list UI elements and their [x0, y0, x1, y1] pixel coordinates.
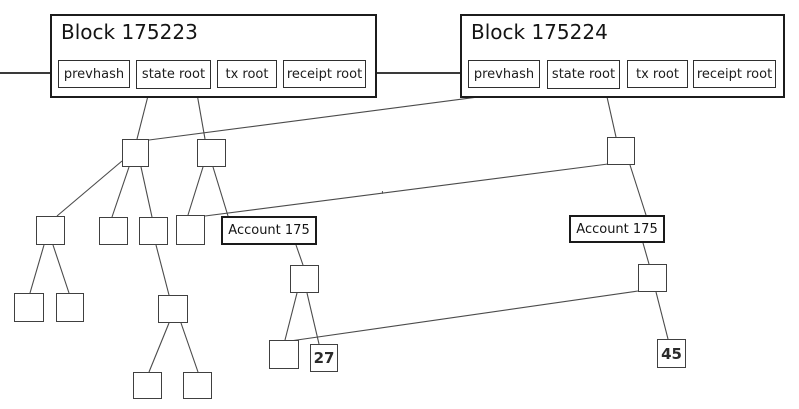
tree-edge: [655, 291, 669, 340]
state-node: [14, 293, 44, 322]
receipt-root-chip: receipt root: [693, 60, 776, 88]
state-node: [139, 217, 168, 245]
tree-edge: [155, 244, 170, 296]
state-node: [269, 340, 299, 369]
tree-edge: [140, 166, 153, 218]
tree-edge: [642, 242, 650, 265]
tree-edge: [29, 244, 45, 294]
state-node: [36, 216, 65, 245]
block-title: Block 175224: [471, 20, 608, 44]
tree-edge: [187, 166, 204, 216]
tree-edge: [52, 244, 70, 294]
prevhash-chip: prevhash: [58, 60, 130, 88]
shared-ref-edge: [204, 163, 609, 217]
tree-edge: [284, 292, 298, 341]
tree-edge: [629, 164, 647, 216]
account-node: Account 175: [569, 215, 665, 243]
tx-root-chip: tx root: [217, 60, 277, 88]
tree-edge: [148, 322, 170, 373]
prevhash-chip: prevhash: [468, 60, 540, 88]
value-node: 27: [310, 344, 338, 372]
block-175224: Block 175224 prevhash state root tx root…: [460, 14, 785, 98]
tree-edge: [212, 166, 229, 217]
state-node: [133, 372, 162, 399]
state-root-chip: state root: [547, 60, 620, 89]
value-node: 45: [657, 339, 686, 368]
block-175223: Block 175223 prevhash state root tx root…: [50, 14, 377, 98]
tree-edge: [295, 244, 304, 266]
tree-edge: [111, 166, 130, 218]
tree-edge: [180, 322, 199, 373]
state-node: [158, 295, 188, 323]
tx-root-chip: tx root: [627, 60, 688, 88]
state-node: [638, 264, 667, 292]
shared-ref-edge: [289, 290, 639, 342]
state-node: [197, 139, 226, 167]
tree-edge: [306, 292, 320, 345]
receipt-root-chip: receipt root: [283, 60, 366, 88]
state-node: [183, 372, 212, 399]
state-node: [607, 137, 635, 165]
account-node: Account 175: [221, 216, 317, 245]
state-root-chip: state root: [136, 60, 211, 89]
stray-mark: ': [381, 190, 384, 201]
state-node: [56, 293, 84, 322]
tree-edge: [56, 160, 123, 217]
block-title: Block 175223: [61, 20, 198, 44]
state-node: [290, 265, 319, 293]
state-node: [99, 217, 128, 245]
state-node: [122, 139, 149, 167]
state-node: [176, 215, 205, 245]
